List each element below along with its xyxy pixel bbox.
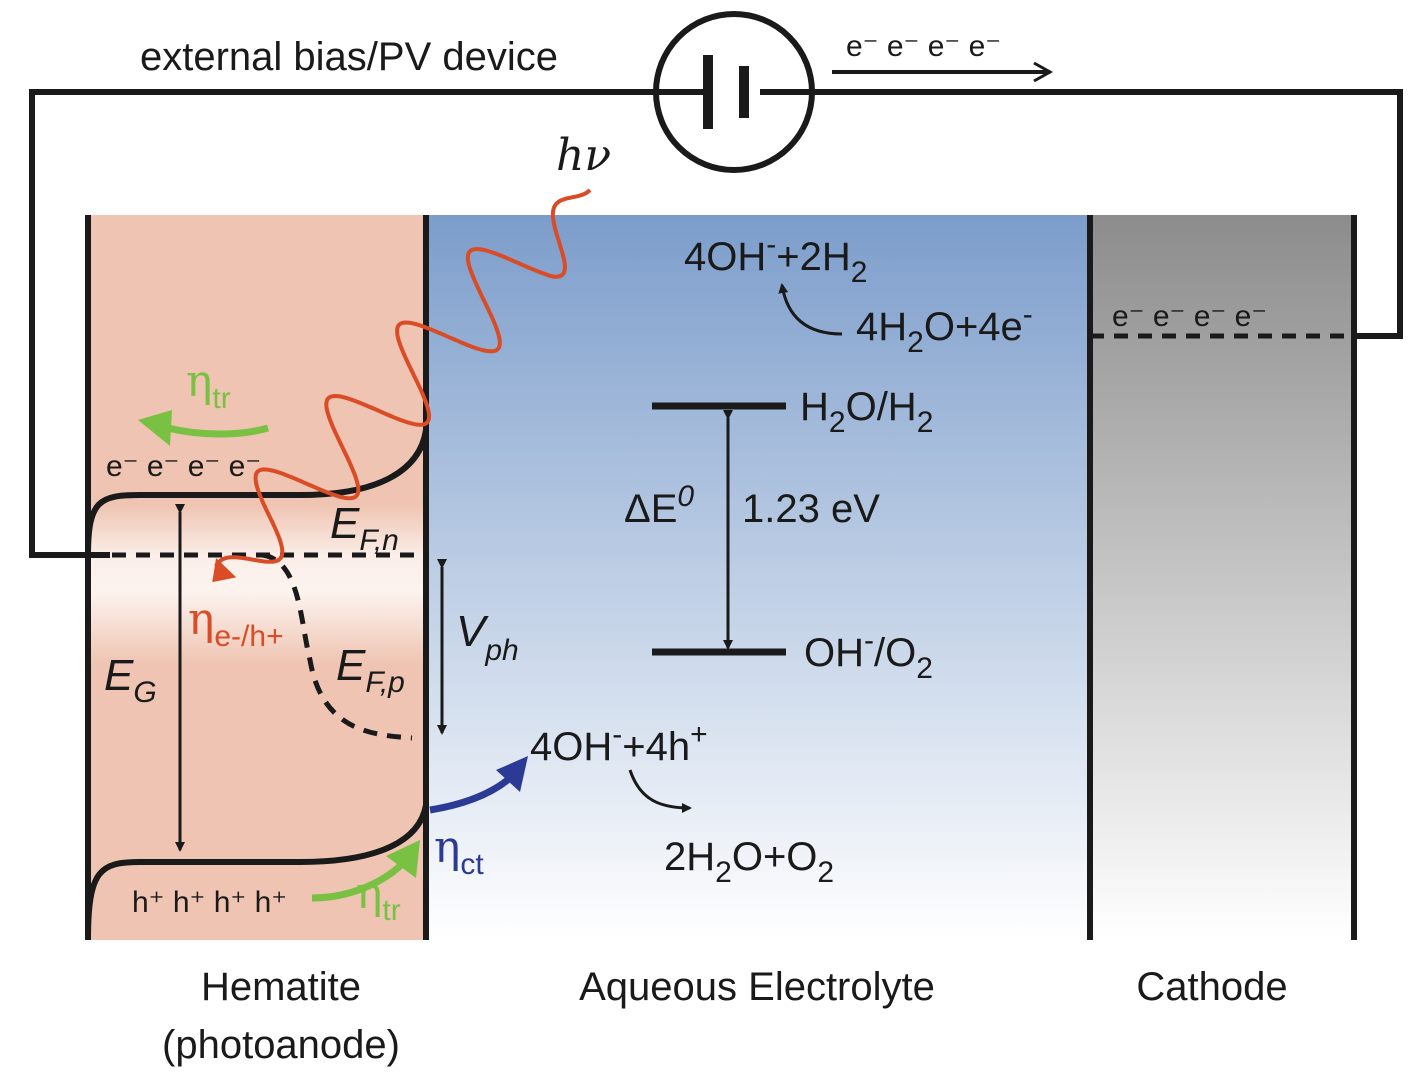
fermi-level-p-line <box>261 552 413 741</box>
fermi-n-label: EF,n <box>330 499 399 557</box>
photon-arrowhead <box>212 557 237 583</box>
external-circuit-wire <box>29 89 1403 558</box>
hole-transport-arrow <box>311 859 407 902</box>
cathode-electrons-label: e⁻ e⁻ e⁻ e⁻ <box>1112 300 1267 333</box>
eta-tr-top-label: ηtr <box>186 356 231 415</box>
charge-transfer-arrowhead <box>496 756 528 792</box>
delta-e-value: 1.23 eV <box>742 487 880 531</box>
electrolyte-region <box>426 215 1090 940</box>
eta-tr-bottom-label: ηtr <box>356 868 401 927</box>
her-reaction-arrow <box>778 283 843 336</box>
oer-reaction-arrow <box>628 769 692 813</box>
hole-transport-arrowhead <box>386 840 420 878</box>
battery-icon <box>653 11 815 173</box>
conduction-band-edge <box>85 429 429 556</box>
valence-band-edge <box>85 804 429 941</box>
valence-holes-label: h⁺ h⁺ h⁺ h⁺ <box>132 886 287 919</box>
electron-flow-label: e⁻ e⁻ e⁻ e⁻ <box>846 30 1001 63</box>
her-reactant-label: 4H2O+4e- <box>856 298 1033 359</box>
cathode-name: Cathode <box>1136 965 1287 1009</box>
eta-ct-label: ηct <box>434 822 484 881</box>
hematite-name: Hematite <box>201 965 361 1009</box>
electron-transport-arrow <box>167 424 269 438</box>
conduction-electrons-label: e⁻ e⁻ e⁻ e⁻ <box>106 450 261 483</box>
charge-transfer-arrow <box>429 775 513 814</box>
fermi-p-label: EF,p <box>336 641 405 699</box>
hematite-region <box>88 215 426 940</box>
oh-o2-label: OH-/O2 <box>804 624 933 685</box>
oer-product-label: 2H2O+O2 <box>664 835 834 889</box>
eta-recomb-label: ηe-/h+ <box>188 594 284 653</box>
hematite-subname: (photoanode) <box>162 1023 400 1067</box>
photon-label: hν <box>556 130 611 181</box>
bandgap-label: EG <box>104 651 157 709</box>
photovoltage-label: Vph <box>456 607 519 667</box>
electron-transport-arrowhead <box>138 410 172 446</box>
delta-e-label: ΔE0 <box>624 480 694 531</box>
oer-reactant-label: 4OH-+4h+ <box>530 718 708 769</box>
her-product-label: 4OH-+2H2 <box>684 228 867 289</box>
electrolyte-name: Aqueous Electrolyte <box>579 965 935 1009</box>
h2o-h2-label: H2O/H2 <box>800 385 933 439</box>
photon-wave <box>214 188 592 568</box>
circuit-label: external bias/PV device <box>140 35 558 79</box>
